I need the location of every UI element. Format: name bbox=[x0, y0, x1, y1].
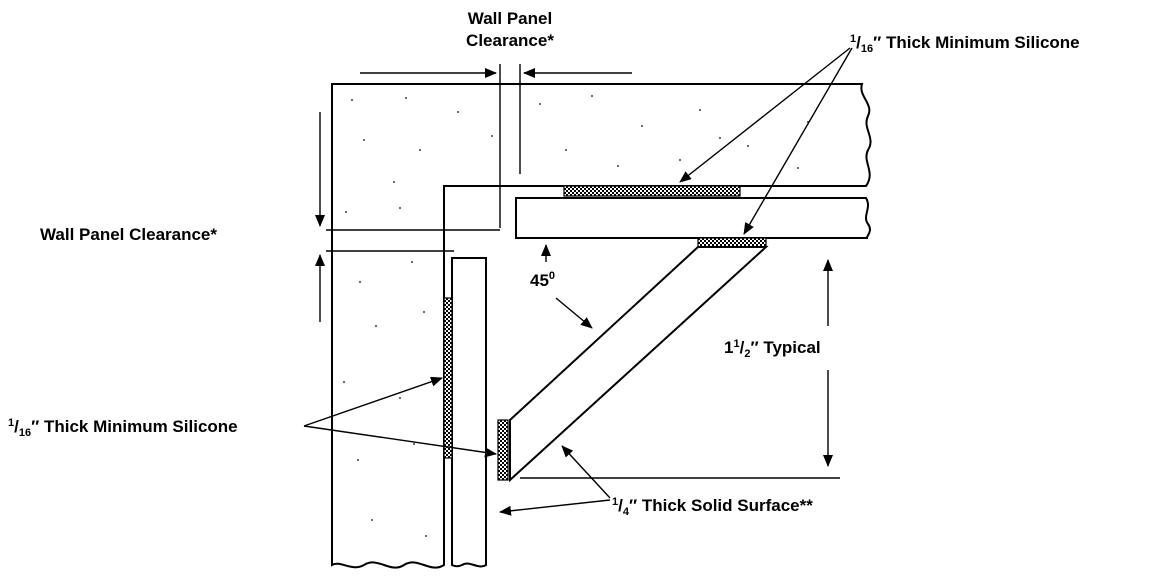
leader-silicone-left-1 bbox=[303, 376, 443, 427]
wall-substrate bbox=[331, 83, 872, 569]
silicone-strip-wall bbox=[443, 297, 453, 459]
leader-silicone-left-2 bbox=[303, 425, 497, 458]
label-solid-surface: 1/4″ Thick Solid Surface** bbox=[612, 496, 813, 518]
angle-arrow-diag bbox=[555, 297, 593, 329]
label-left-clearance: Wall Panel Clearance* bbox=[40, 225, 217, 244]
silicone-strip-top bbox=[563, 185, 741, 197]
silicone-strip-bracket-bottom bbox=[497, 419, 509, 481]
label-silicone-left: 1/16″ Thick Minimum Silicone bbox=[8, 417, 238, 439]
label-angle: 450 bbox=[530, 270, 555, 290]
label-typical: 11/2″ Typical bbox=[724, 338, 821, 360]
leader-silicone-top-2 bbox=[743, 47, 853, 235]
leader-silicone-top-1 bbox=[679, 47, 851, 183]
leader-solid-surface-1 bbox=[561, 445, 611, 499]
label-top-clearance-line2: Clearance* bbox=[466, 31, 554, 50]
label-silicone-top: 1/16″ Thick Minimum Silicone bbox=[850, 33, 1080, 55]
vertical-wall-panel bbox=[451, 257, 487, 568]
label-top-clearance-line1: Wall Panel bbox=[468, 9, 552, 28]
substrate-speckle bbox=[343, 95, 809, 537]
silicone-strip-bracket-top bbox=[697, 237, 767, 248]
horizontal-wall-panel bbox=[515, 197, 871, 239]
leader-solid-surface-2 bbox=[499, 499, 611, 516]
diagonal-bracket bbox=[509, 246, 769, 483]
